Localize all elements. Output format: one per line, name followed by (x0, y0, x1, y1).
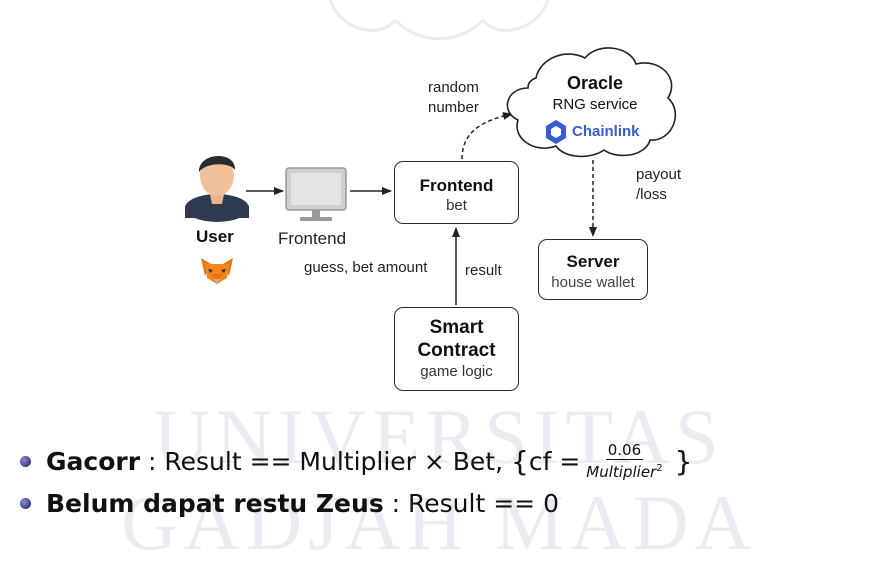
bullet-formula: Result == 0 (408, 488, 559, 518)
random-label-line-1: random (428, 79, 479, 96)
bullet-list: Gacorr : Result == Multiplier × Bet, { c… (20, 440, 860, 524)
brace-open: { (511, 444, 529, 478)
random-label-line-2: number (428, 99, 479, 116)
server-box-subtitle: house wallet (551, 274, 635, 291)
fraction-denominator: Multiplier2 (584, 460, 664, 481)
frontend-box: Frontend bet (394, 161, 519, 224)
oracle-title: Oracle (566, 73, 624, 93)
guess-bet-label: guess, bet amount (304, 259, 428, 276)
payout-label-line-2: /loss (636, 186, 667, 203)
server-box-title: Server (566, 252, 620, 271)
bullet-dot-icon (20, 455, 31, 467)
contract-box-subtitle: game logic (420, 363, 493, 380)
bullet-dot-icon (20, 497, 31, 509)
frontend-box-subtitle: bet (446, 197, 467, 214)
user-label: User (196, 227, 234, 246)
bullet-colon: : (383, 488, 409, 518)
random-number-label: random number (428, 78, 479, 118)
cf-label: cf = (528, 446, 581, 476)
contract-title-line-1: Smart (429, 317, 484, 338)
contract-title-line-2: Contract (417, 340, 496, 361)
chainlink-brand-label: Chainlink (572, 123, 640, 140)
bullet-term: Gacorr (46, 446, 141, 476)
result-label: result (465, 262, 502, 279)
payout-loss-label: payout /loss (636, 165, 681, 205)
bullet-item-zeus: Belum dapat restu Zeus : Result == 0 (20, 482, 860, 524)
cf-fraction: 0.06 Multiplier2 (584, 440, 664, 481)
chainlink-logo-icon (546, 120, 566, 144)
monitor-label: Frontend (278, 229, 347, 248)
diagram-graphics (185, 47, 677, 305)
architecture-diagram: User Frontend Frontend bet Oracle RNG se… (185, 47, 681, 391)
monitor-icon (285, 167, 347, 221)
bullet-colon: : (140, 446, 165, 476)
payout-label-line-1: payout (636, 166, 682, 183)
smart-contract-box: Smart Contract game logic (394, 307, 519, 391)
metamask-fox-icon (201, 258, 233, 284)
brace-close: } (674, 444, 693, 478)
bullet-item-gacorr: Gacorr : Result == Multiplier × Bet, { c… (20, 440, 860, 482)
bullet-term: Belum dapat restu Zeus (46, 488, 384, 518)
bullet-formula: Result == Multiplier × Bet, (164, 446, 512, 476)
frontend-box-title: Frontend (419, 176, 494, 195)
arrow-frontend-to-oracle (461, 112, 513, 160)
oracle-subtitle: RNG service (552, 96, 638, 113)
denominator-exponent: 2 (656, 462, 663, 474)
fraction-numerator: 0.06 (605, 440, 644, 460)
user-avatar-icon (185, 155, 249, 222)
denominator-text: Multiplier (586, 462, 657, 481)
server-box: Server house wallet (538, 239, 648, 300)
